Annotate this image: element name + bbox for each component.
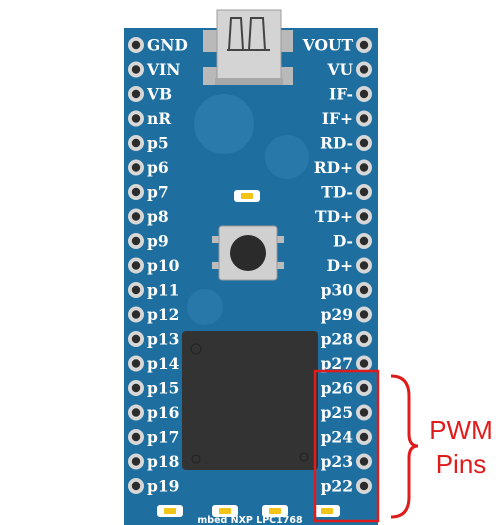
pin-hole — [359, 408, 369, 417]
pin-hole — [359, 114, 369, 123]
pin-hole — [131, 481, 141, 491]
status-led-core — [241, 193, 253, 199]
pin-hole — [131, 432, 141, 442]
right-pin-label: p23 — [321, 452, 353, 471]
reset-button — [212, 225, 284, 281]
right-pin-label: p24 — [321, 428, 354, 447]
board-decoration-circle — [265, 135, 309, 179]
left-pin-label: p13 — [147, 330, 179, 349]
board-decoration-circle — [187, 289, 223, 325]
pin-hole — [131, 310, 141, 319]
right-pin-label: p29 — [321, 305, 353, 324]
pin-hole — [131, 457, 141, 466]
pin-hole — [359, 40, 369, 50]
pin-hole — [359, 261, 369, 270]
right-pin-label: IF+ — [322, 109, 353, 128]
pin-hole — [131, 334, 141, 344]
pwm-label-line2: Pins — [436, 449, 487, 479]
left-pin-label: p8 — [147, 207, 169, 226]
left-pin-label: nR — [147, 109, 171, 128]
pin-hole — [359, 334, 369, 344]
pin-hole — [131, 359, 141, 368]
pin-hole — [359, 212, 369, 221]
right-pin-label: RD- — [320, 134, 353, 153]
left-pin-label: p15 — [147, 379, 179, 398]
pin-hole — [359, 89, 369, 99]
pin-hole — [359, 457, 369, 466]
pin-hole — [359, 481, 369, 491]
left-pin-label: VIN — [146, 60, 180, 79]
pin-hole — [359, 432, 369, 442]
left-pin-label: GND — [147, 36, 188, 55]
pin-hole — [131, 65, 141, 74]
pin-hole — [131, 261, 141, 270]
right-pin-label: p22 — [321, 477, 353, 496]
right-pin-label: p28 — [321, 330, 353, 349]
left-pin-label: p12 — [147, 305, 179, 324]
right-pin-label: VOUT — [302, 36, 354, 55]
pin-hole — [131, 236, 141, 246]
pwm-label-line1: PWM — [429, 415, 493, 445]
left-pin-header: GND VIN VB nR p5 p6 p7 p8 p9 p10 p11 p12 p13 p14 p15 p1… — [128, 36, 188, 496]
left-pin-label: p5 — [147, 134, 169, 153]
pin-hole — [359, 138, 369, 148]
pin-hole — [359, 187, 369, 197]
usb-connector — [203, 9, 293, 85]
right-pin-label: D+ — [327, 256, 353, 275]
pin-hole — [131, 212, 141, 221]
pin-hole — [359, 285, 369, 295]
left-pin-label: VB — [146, 85, 172, 104]
pwm-brace — [390, 374, 419, 519]
right-pin-label: p30 — [321, 281, 354, 300]
pin-hole — [131, 187, 141, 197]
left-pin-label: p18 — [147, 452, 179, 471]
right-pin-label: RD+ — [314, 158, 353, 177]
left-pin-label: p7 — [147, 183, 169, 202]
pin-hole — [359, 310, 369, 319]
right-pin-header: VOUT VU IF- IF+ RD- RD+ TD- TD+ D- D+ p30 p29 p28 p27… — [302, 36, 372, 496]
pin-hole — [131, 383, 141, 393]
pwm-highlight-box — [313, 369, 380, 523]
right-pin-label: VU — [326, 60, 353, 79]
pin-hole — [131, 138, 141, 148]
pin-hole — [131, 114, 141, 123]
pin-hole — [359, 359, 369, 368]
left-pin-label: p9 — [147, 232, 169, 251]
right-pin-label: p25 — [321, 403, 353, 422]
pin-hole — [359, 65, 369, 74]
pin-hole — [131, 40, 141, 50]
left-pin-label: p19 — [147, 477, 179, 496]
pin-hole — [131, 89, 141, 99]
processor-chip — [182, 331, 318, 470]
bottom-leds — [157, 505, 340, 517]
right-pin-label: p26 — [321, 379, 353, 398]
pin-hole — [131, 408, 141, 417]
left-pin-label: p16 — [147, 403, 179, 422]
pin-hole — [359, 236, 369, 246]
right-pin-label: TD- — [321, 183, 353, 202]
pin-hole — [131, 285, 141, 295]
pin-hole — [359, 383, 369, 393]
right-pin-label: IF- — [329, 85, 353, 104]
left-pin-label: p6 — [147, 158, 169, 177]
pin-hole — [131, 163, 141, 172]
silkscreen-label: mbed NXP LPC1768 — [197, 515, 303, 525]
left-pin-label: p17 — [147, 428, 179, 447]
pin-hole — [359, 163, 369, 172]
right-pin-label: D- — [333, 232, 353, 251]
left-pin-label: p11 — [147, 281, 179, 300]
board-decoration-circle — [194, 94, 254, 154]
left-pin-label: p14 — [147, 354, 180, 373]
right-pin-label: p27 — [321, 354, 353, 373]
left-pin-label: p10 — [147, 256, 180, 275]
right-pin-label: TD+ — [315, 207, 353, 226]
